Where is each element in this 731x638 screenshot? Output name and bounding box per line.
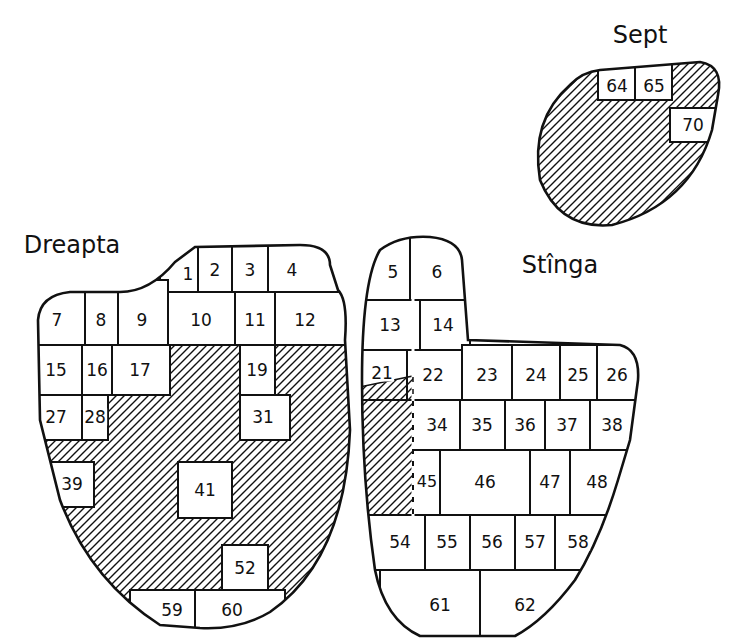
- segment-number: 64: [605, 78, 629, 95]
- segment-number: 15: [44, 362, 68, 379]
- segment-number: 26: [605, 367, 629, 384]
- segment-number: 14: [431, 317, 455, 334]
- segment-number: 57: [523, 534, 547, 551]
- segment-number: 38: [600, 417, 624, 434]
- segment-number: 60: [220, 602, 244, 619]
- segment-number: 54: [388, 534, 412, 551]
- segment-number: 59: [160, 602, 184, 619]
- segment-number: 65: [642, 78, 666, 95]
- segment-number: 28: [83, 409, 107, 426]
- segment-number: 62: [513, 597, 537, 614]
- segment-number: 13: [378, 317, 402, 334]
- segment-number: 37: [555, 417, 579, 434]
- segment-number: 61: [428, 597, 452, 614]
- segment-number: 8: [95, 312, 108, 329]
- segment-number: 24: [524, 367, 548, 384]
- segment-number: 22: [421, 367, 445, 384]
- segment-number: 16: [85, 362, 109, 379]
- segment-number: 10: [189, 312, 213, 329]
- segment-number: 45: [416, 474, 438, 490]
- segment-number: 3: [244, 262, 257, 279]
- segment-number: 58: [566, 534, 590, 551]
- segment-number: 52: [233, 560, 257, 577]
- segment-number: 27: [44, 409, 68, 426]
- segment-number: 56: [480, 534, 504, 551]
- segment-number: 6: [431, 264, 444, 281]
- segment-number: 31: [251, 409, 275, 426]
- right-ventricle-cells: [20, 230, 370, 638]
- region-name: Sept: [612, 23, 669, 47]
- segment-number: 55: [435, 534, 459, 551]
- segment-number: 46: [473, 474, 497, 491]
- segment-number: 19: [245, 362, 269, 379]
- segment-number: 17: [128, 362, 152, 379]
- septum-cells: [520, 50, 730, 240]
- segment-number: 48: [585, 474, 609, 491]
- segment-number: 34: [425, 417, 449, 434]
- segment-number: 4: [286, 262, 299, 279]
- segment-number: 2: [209, 262, 222, 279]
- segment-number: 9: [136, 312, 149, 329]
- segment-number: 11: [243, 312, 267, 329]
- left-ventricle-outline: [362, 237, 638, 636]
- segment-number: 36: [513, 417, 537, 434]
- segment-number: 41: [193, 482, 217, 499]
- segment-number: 1: [182, 266, 195, 283]
- segment-number: 12: [293, 312, 317, 329]
- segment-number: 25: [566, 367, 590, 384]
- segment-number: 5: [387, 264, 400, 281]
- region-name: Dreapta: [23, 233, 122, 257]
- segment-number: 70: [681, 117, 705, 134]
- segment-number: 7: [51, 312, 64, 329]
- region-name: Stînga: [521, 253, 599, 277]
- segment-number: 39: [60, 476, 84, 493]
- right-ventricle-outline: [38, 245, 350, 628]
- left-ventricle-cells: [350, 225, 650, 638]
- segment-number: 47: [538, 474, 562, 491]
- segment-number: 21: [370, 365, 394, 382]
- septum-outline: [538, 62, 719, 225]
- segment-number: 35: [470, 417, 494, 434]
- segment-number: 23: [475, 367, 499, 384]
